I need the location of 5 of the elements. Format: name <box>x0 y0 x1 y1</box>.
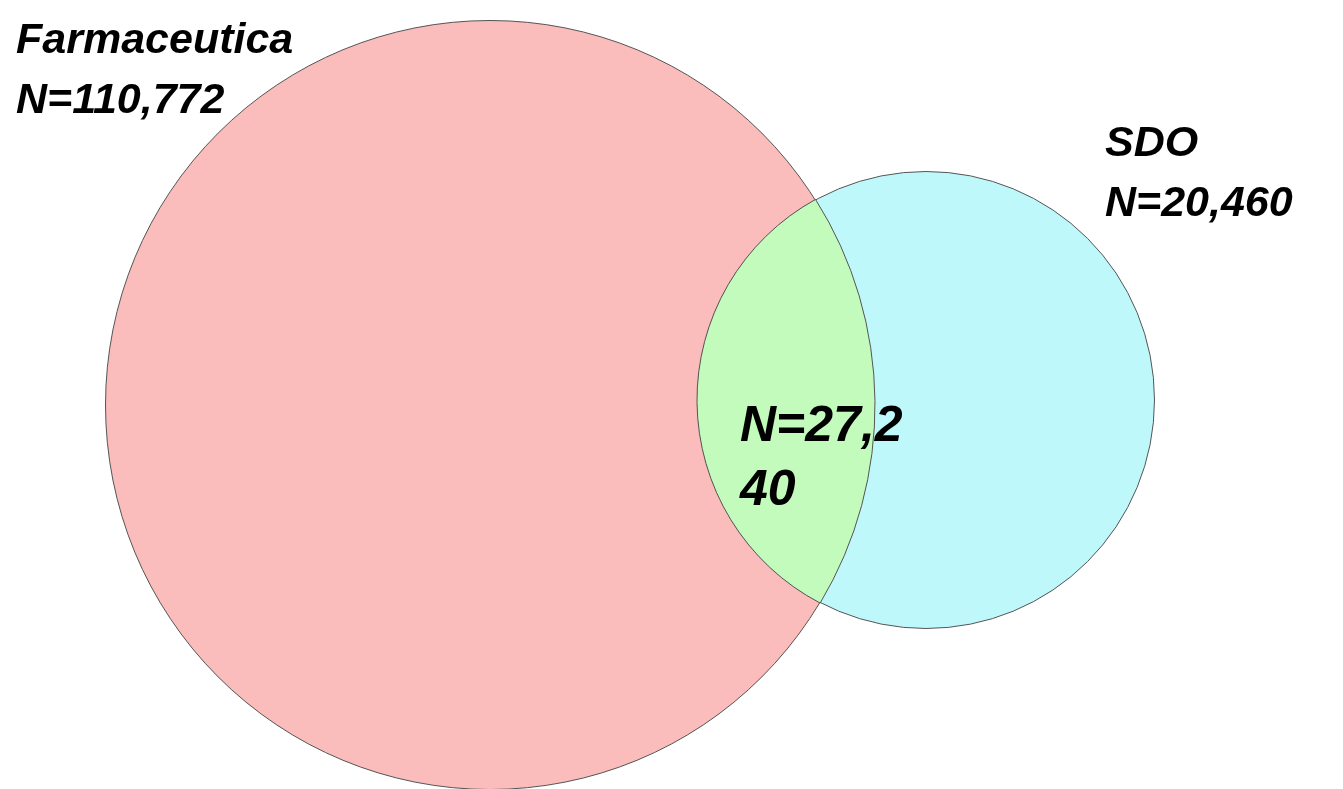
set-count: N=110,772 <box>16 73 225 124</box>
set-name: Farmaceutica <box>16 13 294 64</box>
set-count: N=20,460 <box>1105 176 1293 227</box>
overlap-count: N=27,240 <box>740 395 904 518</box>
set-name: SDO <box>1105 116 1199 167</box>
